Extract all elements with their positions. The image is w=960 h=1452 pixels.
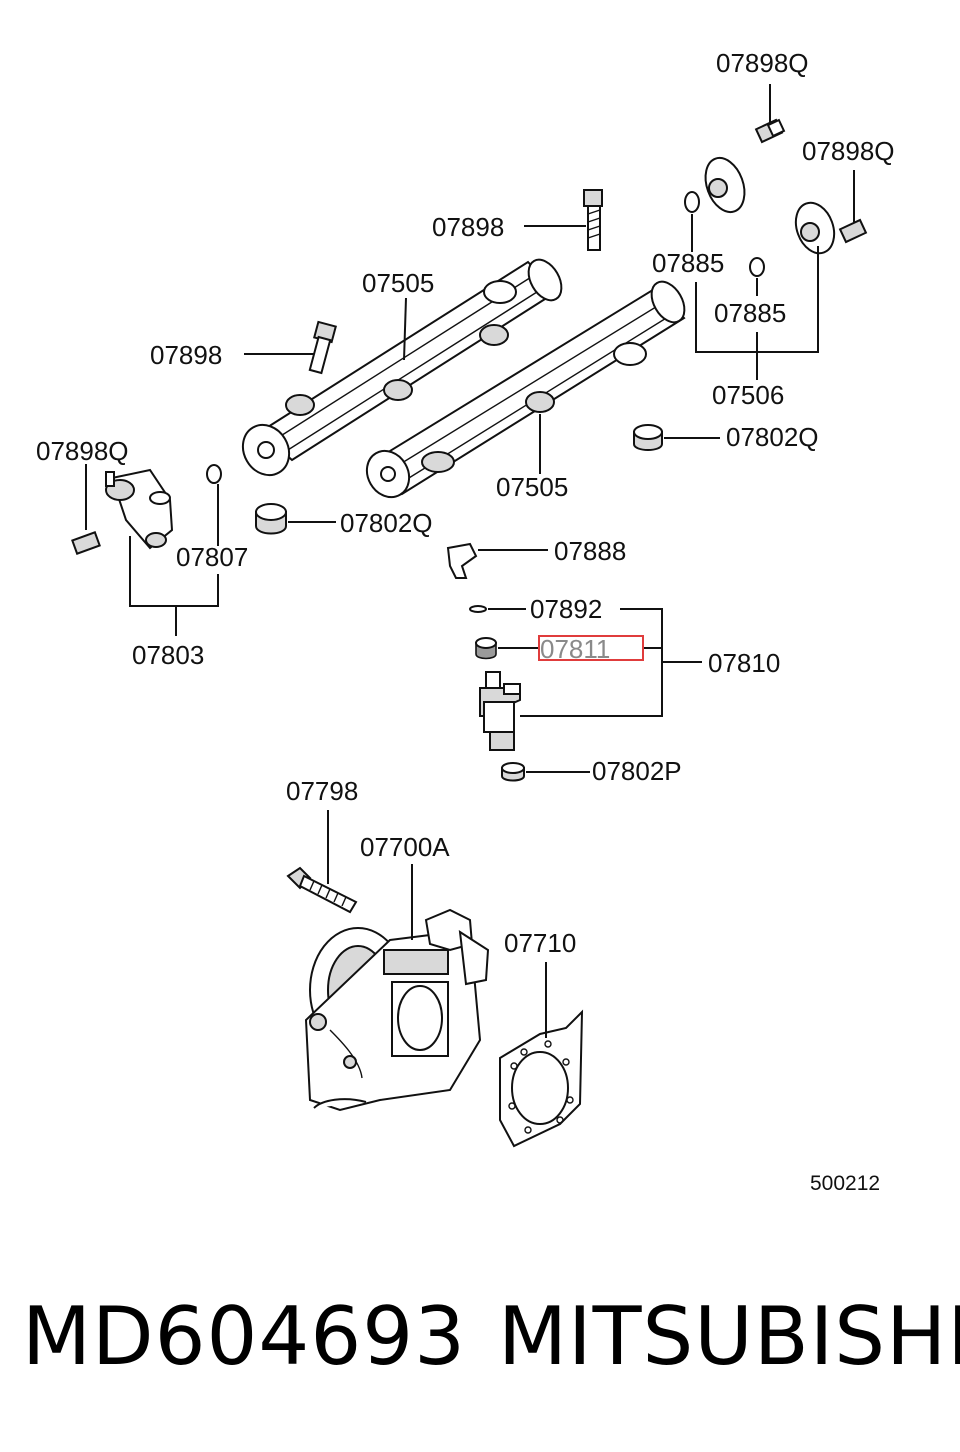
parts-diagram: 07898Q 07898Q 07898 07505 07885 07885 07… <box>36 48 895 1195</box>
fuel-rail-upper <box>241 258 563 477</box>
fuel-pipe <box>704 156 836 255</box>
label-07505-lower: 07505 <box>496 472 568 502</box>
bolt-icon <box>583 189 603 251</box>
label-07803: 07803 <box>132 640 204 670</box>
o-ring-icon <box>684 191 700 213</box>
label-07506: 07506 <box>712 380 784 410</box>
insulator-icon <box>633 424 663 451</box>
bolt-icon <box>71 531 101 555</box>
label-07798: 07798 <box>286 776 358 806</box>
bolt-icon <box>286 866 358 914</box>
label-07710: 07710 <box>504 928 576 958</box>
insulator-icon <box>255 503 287 535</box>
label-07807: 07807 <box>176 542 248 572</box>
label-07810: 07810 <box>708 648 780 678</box>
label-07802q-left: 07802Q <box>340 508 433 538</box>
label-07898q-right: 07898Q <box>802 136 895 166</box>
insulator-icon <box>501 762 525 782</box>
label-07802p: 07802P <box>592 756 682 786</box>
label-07898q-left: 07898Q <box>36 436 129 466</box>
label-07802q-right: 07802Q <box>726 422 819 452</box>
label-07885-b: 07885 <box>714 298 786 328</box>
ring-icon <box>469 605 487 613</box>
bolt-icon <box>838 218 868 244</box>
diagram-number: 500212 <box>810 1172 880 1195</box>
label-07885-a: 07885 <box>652 248 724 278</box>
seal-icon <box>475 637 497 660</box>
label-07898q-top: 07898Q <box>716 48 809 78</box>
injector-icon <box>479 671 521 751</box>
bolt-icon <box>754 118 786 144</box>
fuel-rail-lower <box>365 280 686 499</box>
label-07898-left: 07898 <box>150 340 222 370</box>
bolt-icon <box>308 320 337 375</box>
o-ring-icon <box>749 257 765 277</box>
footer: MD604693 MITSUBISHI <box>0 1292 960 1392</box>
brand-name: MITSUBISHI <box>498 1290 960 1383</box>
label-07892: 07892 <box>530 594 602 624</box>
label-07700a: 07700A <box>360 832 450 862</box>
pressure-regulator <box>105 468 174 550</box>
part-number: MD604693 <box>22 1290 467 1383</box>
gasket <box>499 1009 584 1148</box>
leader-lines <box>85 84 855 1038</box>
highlight-box <box>538 635 644 661</box>
label-07888: 07888 <box>554 536 626 566</box>
label-07505-upper: 07505 <box>362 268 434 298</box>
clip-icon <box>446 542 478 579</box>
label-07898-upper: 07898 <box>432 212 504 242</box>
label-07811: 07811 <box>540 634 610 664</box>
throttle-body <box>304 908 490 1112</box>
o-ring-icon <box>206 464 222 484</box>
